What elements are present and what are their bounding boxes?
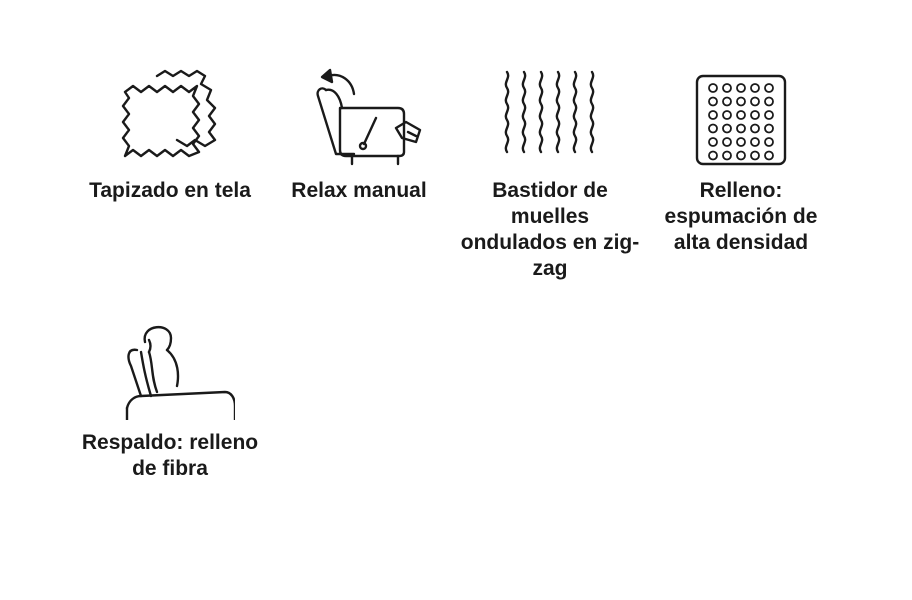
foam-dot [750, 83, 760, 93]
feature-spring-frame: Bastidor de muelles ondulados en zig-zag [460, 68, 640, 282]
foam-dot [764, 110, 774, 120]
foam-dot [764, 137, 774, 147]
feature-foam-filling: Relleno: espumación de alta densidad [651, 68, 831, 256]
feature-label: Relleno: espumación de alta densidad [664, 179, 818, 254]
feature-label: Relax manual [291, 179, 427, 202]
foam-dot [750, 110, 760, 120]
foam-dot [708, 137, 718, 147]
foam-dot [764, 83, 774, 93]
foam-dot [750, 123, 760, 134]
foam-dot [722, 96, 732, 107]
fabric-swatch-icon [121, 69, 217, 158]
fiber-backrest-icon [125, 325, 235, 420]
foam-dot [722, 110, 732, 120]
foam-dot [722, 83, 732, 93]
foam-dot [750, 96, 760, 107]
foam-dot [722, 123, 732, 134]
foam-dot [750, 137, 760, 147]
foam-dot [722, 150, 732, 161]
foam-dot [764, 123, 774, 134]
manual-recliner-icon [316, 68, 422, 166]
foam-dot [764, 96, 774, 107]
foam-dot [708, 83, 718, 93]
foam-dot [750, 150, 760, 161]
foam-density-icon [695, 74, 787, 166]
feature-manual-recline: Relax manual [269, 68, 449, 204]
foam-dot [736, 110, 746, 120]
feature-label: Bastidor de muelles ondulados en zig-zag [460, 179, 640, 280]
foam-dot [736, 150, 746, 161]
foam-dot [736, 83, 746, 93]
feature-label: Tapizado en tela [89, 179, 251, 202]
foam-dot [736, 137, 746, 147]
zigzag-springs-icon [504, 70, 595, 154]
foam-dot [708, 110, 718, 120]
foam-dot [708, 96, 718, 107]
feature-label: Respaldo: relleno de fibra [81, 431, 259, 480]
feature-backrest-fiber: Respaldo: relleno de fibra [80, 320, 260, 482]
foam-dot [736, 123, 746, 134]
foam-dot [722, 137, 732, 147]
foam-dot [708, 123, 718, 134]
feature-fabric-upholstery: Tapizado en tela [80, 68, 260, 204]
foam-dot [708, 150, 718, 161]
foam-dot [736, 96, 746, 107]
foam-dot [764, 150, 774, 161]
